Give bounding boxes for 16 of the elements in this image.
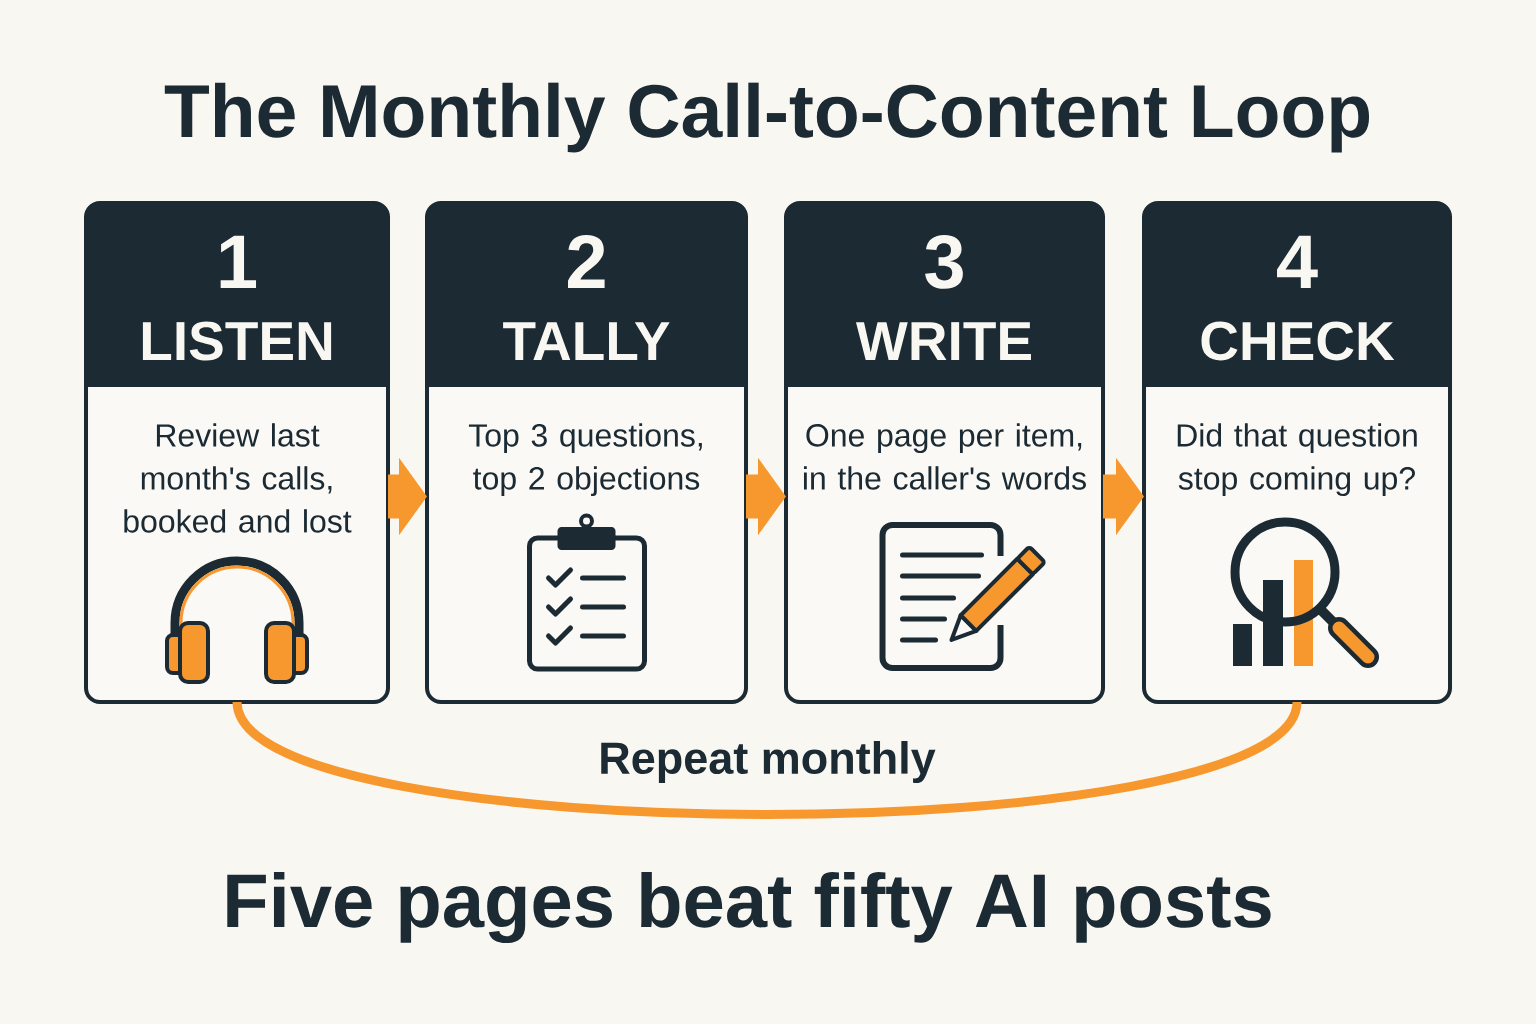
step-number: 4	[1277, 235, 1318, 288]
edge-label: Repeat monthly	[595, 738, 939, 786]
title: The Monthly Call-to-Content Loop	[164, 82, 1370, 153]
step-number: 3	[925, 234, 963, 289]
step-title: LISTEN	[142, 321, 332, 361]
caption: Five pages beat fifty AI posts	[227, 871, 1271, 944]
step-number: 1	[220, 235, 257, 288]
step-description: Top 3 questions, top 2 objections	[468, 423, 702, 496]
step-title: WRITE	[855, 322, 1031, 360]
step-title: CHECK	[1201, 321, 1395, 361]
step-title: TALLY	[503, 322, 670, 360]
step-description: Review last month's calls, booked and lost	[124, 423, 352, 533]
step-number: 2	[568, 234, 605, 288]
step-description: One page per item, in the caller's words	[804, 423, 1086, 490]
loop-line	[233, 699, 1301, 819]
step-description: Did that question stop coming up?	[1177, 423, 1417, 496]
